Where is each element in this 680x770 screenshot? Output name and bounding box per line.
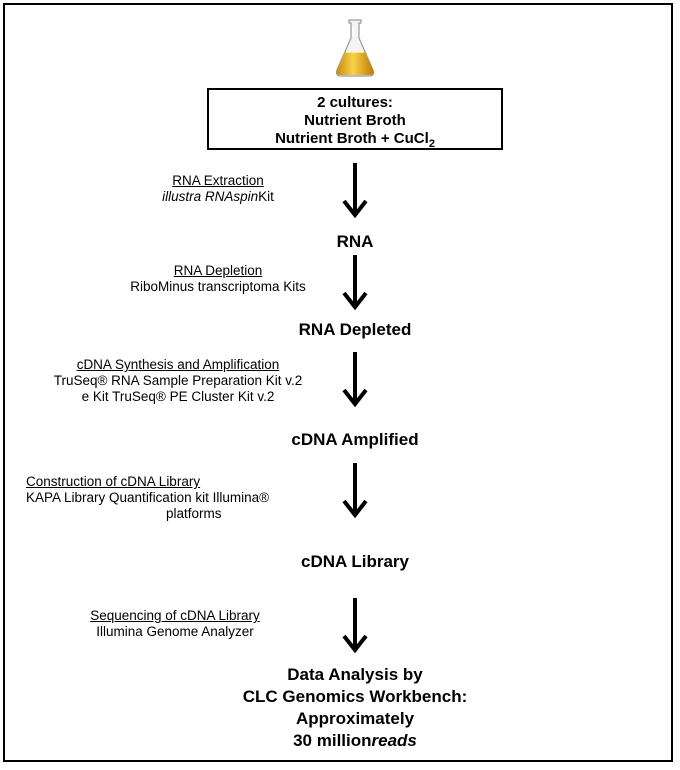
- step-kit: Illumina Genome Analyzer: [96, 624, 254, 639]
- cultures-box: 2 cultures: Nutrient Broth Nutrient Brot…: [207, 88, 503, 150]
- step-cdna-library-construction: Construction of cDNA Library KAPA Librar…: [26, 474, 326, 522]
- step-rna-extraction: RNA Extraction illustra RNAspinKit: [138, 173, 298, 205]
- down-arrow-icon: [342, 352, 368, 408]
- erlenmeyer-flask-icon: [335, 19, 375, 77]
- step-cdna-synthesis: cDNA Synthesis and Amplification TruSeq®…: [38, 357, 318, 405]
- step-title: Sequencing of cDNA Library: [90, 608, 260, 623]
- node-data-analysis: Data Analysis by CLC Genomics Workbench:…: [180, 664, 530, 752]
- step-title: Construction of cDNA Library: [26, 474, 201, 489]
- final-line: 30 millionreads: [293, 731, 417, 750]
- step-rna-depletion: RNA Depletion RiboMinus transcriptoma Ki…: [118, 263, 318, 295]
- step-sequencing: Sequencing of cDNA Library Illumina Geno…: [70, 608, 280, 640]
- step-kit: KAPA Library Quantification kit Illumina…: [26, 490, 270, 505]
- final-line: CLC Genomics Workbench:: [242, 687, 468, 706]
- step-kit: illustra RNAspinKit: [162, 189, 274, 204]
- step-kit: TruSeq® RNA Sample Preparation Kit v.2: [53, 373, 303, 388]
- down-arrow-icon: [342, 255, 368, 311]
- step-kit: e Kit TruSeq® PE Cluster Kit v.2: [81, 389, 275, 404]
- step-kit: RiboMinus transcriptoma Kits: [130, 279, 306, 294]
- final-line: Data Analysis by: [287, 665, 423, 684]
- node-cdna-amplified: cDNA Amplified: [291, 430, 419, 449]
- down-arrow-icon: [342, 163, 368, 219]
- down-arrow-icon: [342, 463, 368, 519]
- step-title: cDNA Synthesis and Amplification: [76, 357, 280, 372]
- step-title: RNA Extraction: [172, 173, 264, 188]
- culture-nutrient-broth-cucl2: Nutrient Broth + CuCl2: [275, 130, 435, 150]
- culture-nutrient-broth: Nutrient Broth: [304, 112, 406, 129]
- cultures-heading: 2 cultures:: [317, 94, 393, 111]
- diagram-frame: [3, 3, 673, 762]
- step-kit: platforms: [166, 506, 222, 521]
- down-arrow-icon: [342, 598, 368, 654]
- step-title: RNA Depletion: [173, 263, 263, 278]
- final-line: Approximately: [295, 709, 415, 728]
- node-rna: RNA: [336, 232, 374, 251]
- node-cdna-library: cDNA Library: [300, 552, 409, 571]
- node-rna-depleted: RNA Depleted: [298, 320, 412, 339]
